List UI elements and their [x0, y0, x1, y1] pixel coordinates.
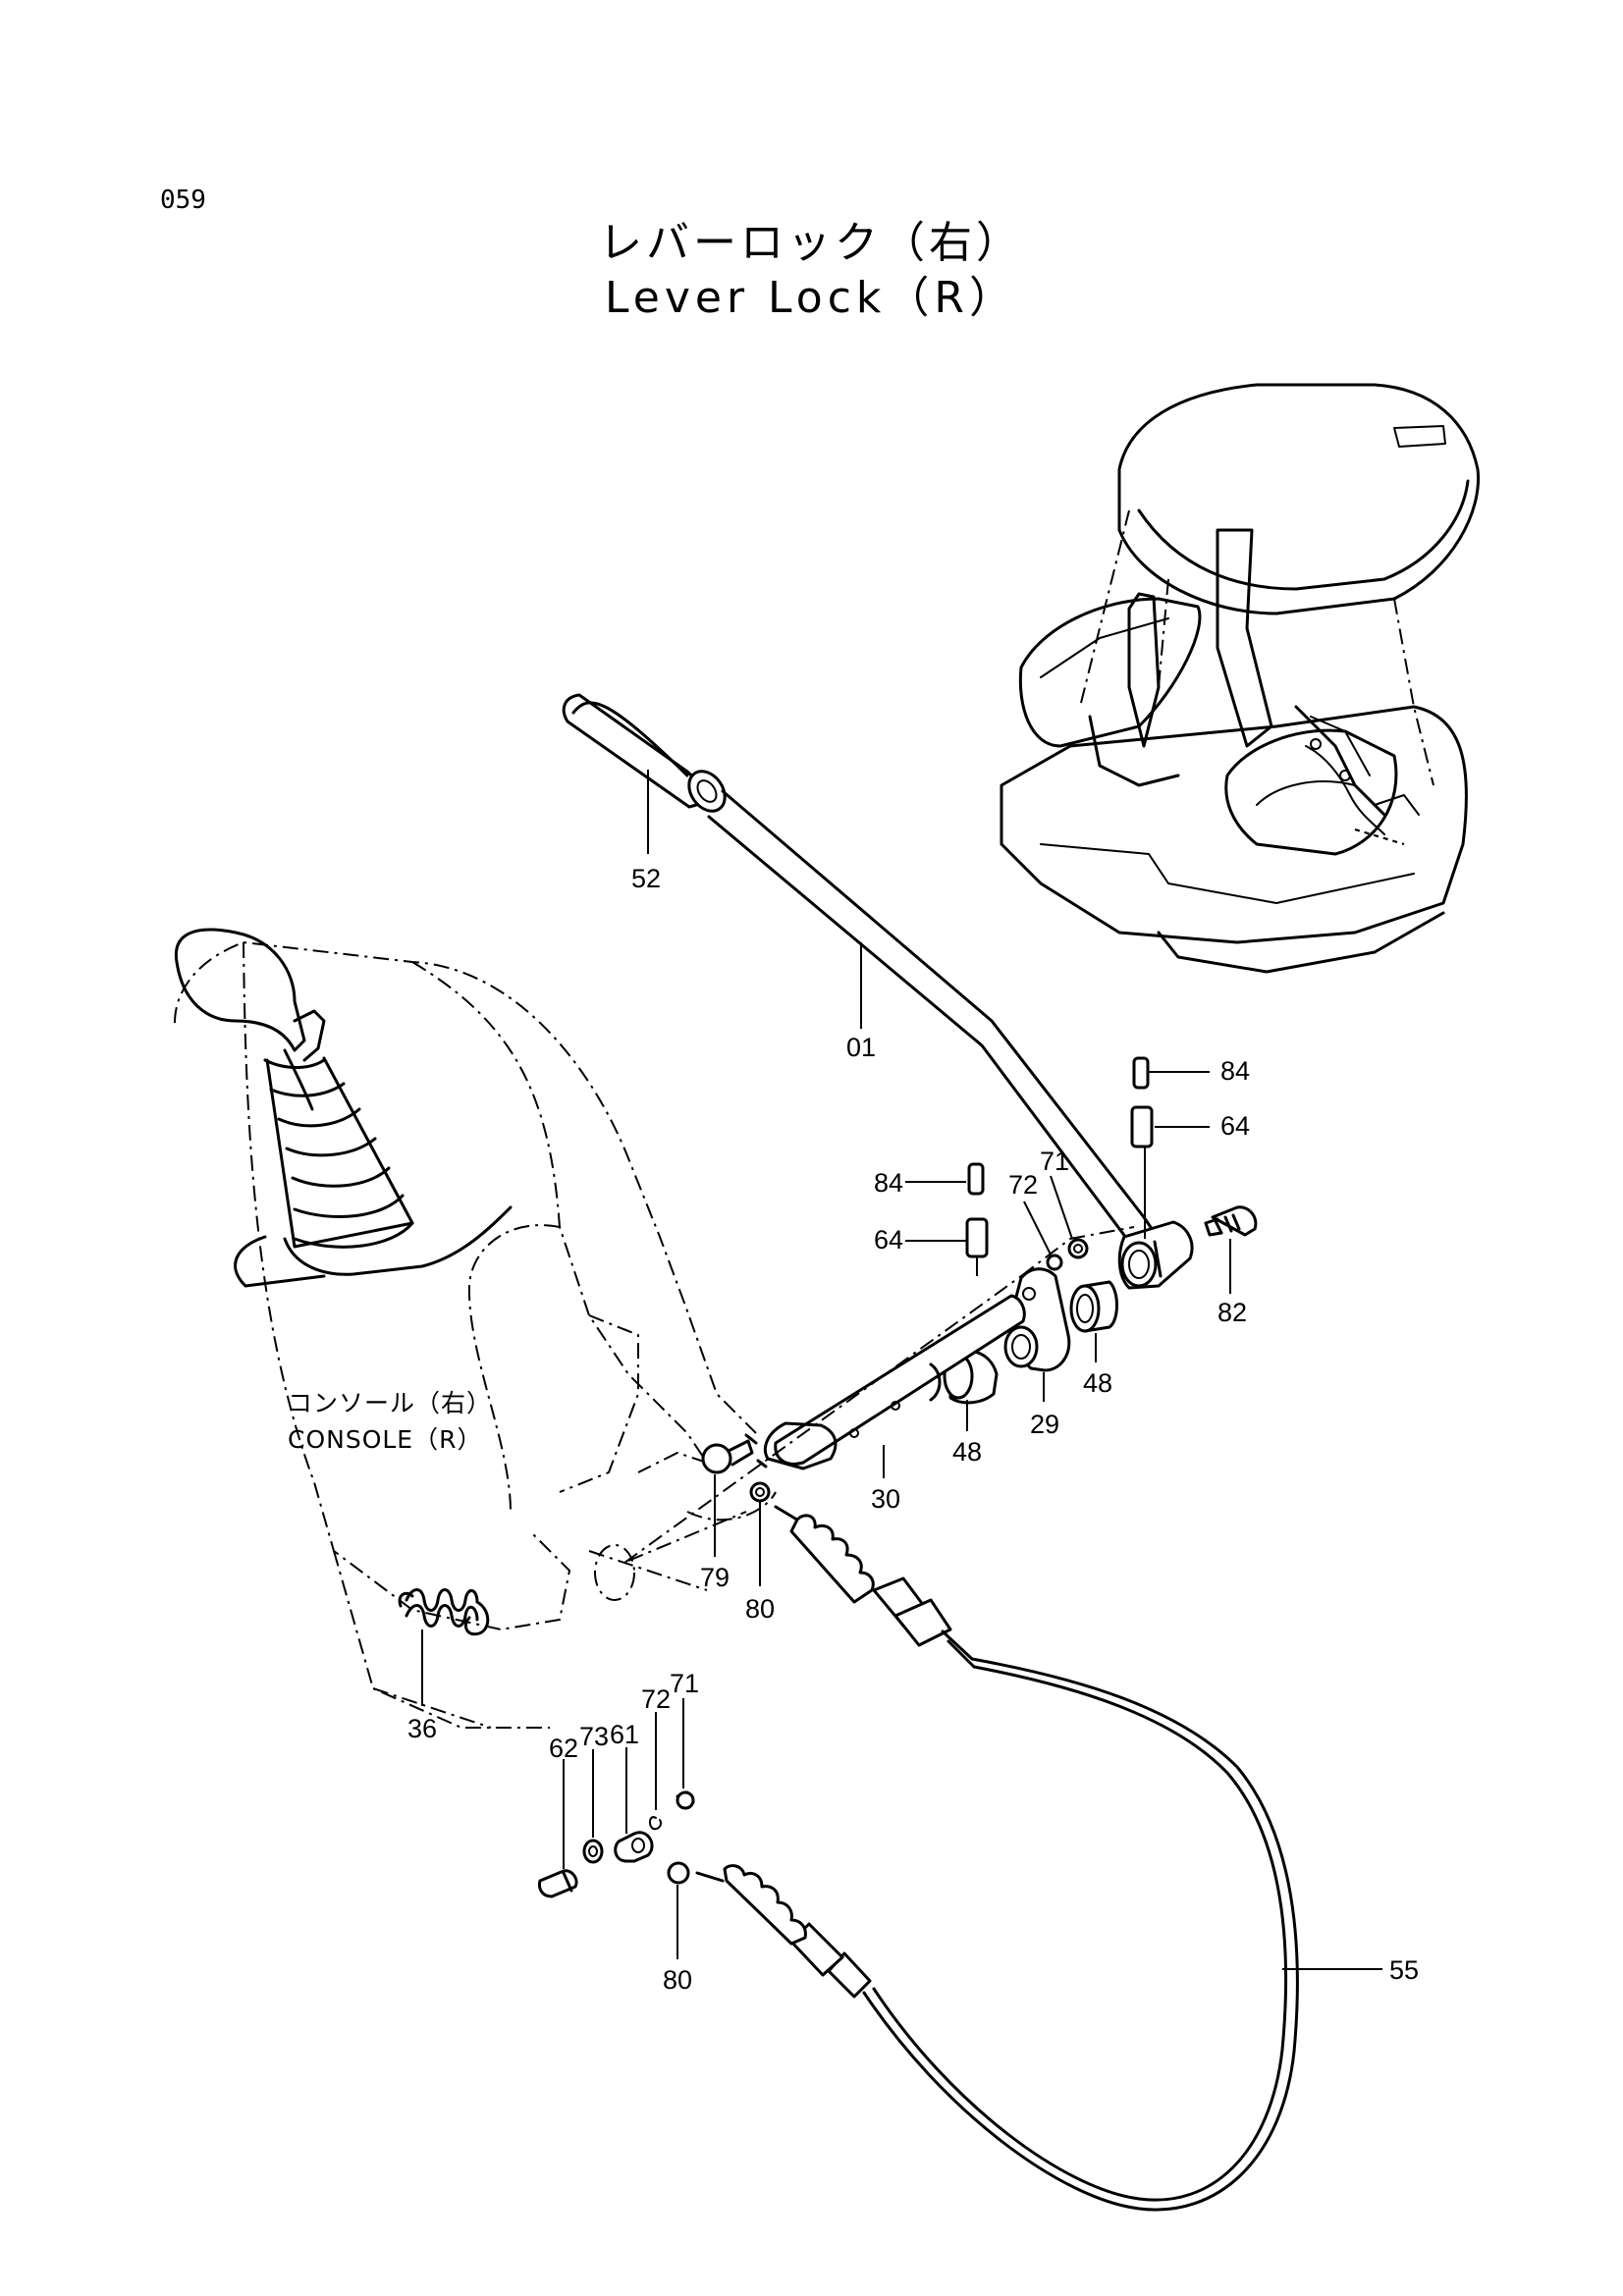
- callout-36: 36: [407, 1714, 437, 1743]
- callout-62: 62: [549, 1734, 578, 1763]
- callout-64-upper: 64: [1220, 1111, 1250, 1141]
- callout-48-left: 48: [952, 1437, 982, 1467]
- callout-71-upper: 71: [1040, 1147, 1069, 1176]
- callout-84-left: 84: [874, 1168, 903, 1198]
- callout-29: 29: [1030, 1410, 1059, 1439]
- control-lever-illustration: [174, 928, 513, 1288]
- console-right-outline: [174, 940, 777, 1729]
- small-fasteners: [965, 1056, 1258, 1271]
- callout-numbers: 52 01 84 64 84 72 71 64 82 48 29 48 30 7…: [407, 864, 1419, 1995]
- callout-80-upper: 80: [745, 1594, 775, 1624]
- console-label-english: CONSOLE（R）: [288, 1425, 482, 1454]
- callout-79: 79: [700, 1563, 730, 1592]
- callout-84-upper: 84: [1220, 1056, 1250, 1086]
- callout-64-left: 64: [874, 1225, 903, 1255]
- callout-61: 61: [610, 1720, 639, 1749]
- callout-72-lower: 72: [641, 1684, 671, 1714]
- callout-52: 52: [631, 864, 661, 893]
- lock-cable: [667, 1505, 1299, 2212]
- callout-01: 01: [846, 1033, 876, 1062]
- page-number: 059: [160, 186, 206, 215]
- callout-71-lower: 71: [670, 1669, 699, 1698]
- machine-overview-illustration: [1000, 383, 1481, 974]
- title-english: Lever Lock（R）: [605, 273, 1017, 323]
- lock-bracket-assembly: [623, 1220, 1194, 1564]
- lever-rod-assembly: [562, 693, 1161, 1258]
- leader-lines: [421, 770, 1382, 1970]
- callout-80-lower: 80: [663, 1965, 692, 1995]
- callout-73: 73: [579, 1722, 609, 1751]
- callout-30: 30: [871, 1484, 900, 1514]
- console-label-japanese: コンソール（右）: [288, 1389, 492, 1417]
- lower-fasteners: [538, 1790, 695, 1898]
- callout-55: 55: [1389, 1955, 1419, 1985]
- callout-82: 82: [1217, 1298, 1247, 1327]
- title-japanese: レバーロック（右）: [599, 218, 1023, 268]
- spring: [398, 1588, 490, 1636]
- callout-48-right: 48: [1083, 1368, 1112, 1398]
- callout-72-upper: 72: [1008, 1170, 1038, 1200]
